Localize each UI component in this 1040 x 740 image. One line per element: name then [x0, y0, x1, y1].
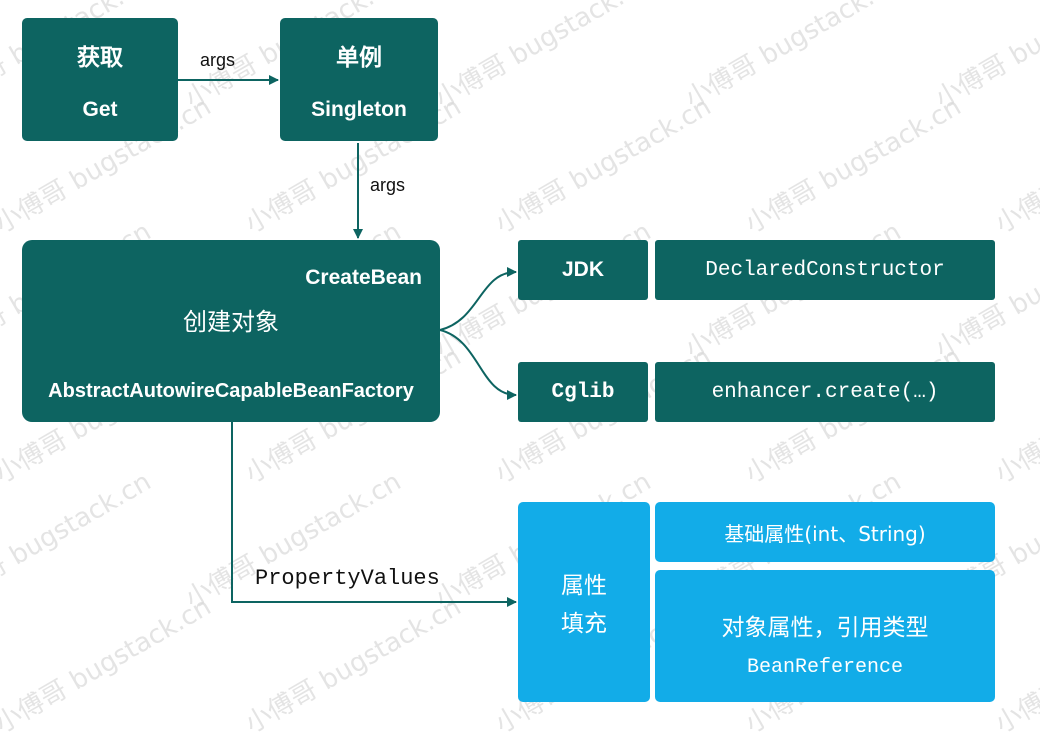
node-get-cn: 获取	[77, 44, 123, 71]
node-jdk-detail: DeclaredConstructor	[655, 240, 995, 300]
node-create-bean-class: AbstractAutowireCapableBeanFactory	[48, 380, 414, 402]
node-singleton: 单例 Singleton	[280, 18, 438, 141]
edge-label-property-values: PropertyValues	[255, 566, 440, 591]
node-get-en: Get	[82, 97, 118, 121]
node-create-bean: CreateBean 创建对象 AbstractAutowireCapableB…	[22, 240, 440, 422]
node-fill-line1: 属性	[561, 573, 607, 599]
node-cglib: Cglib	[518, 362, 648, 422]
node-basic-attr: 基础属性(int、String)	[655, 502, 995, 562]
edge-create-cglib	[439, 329, 517, 400]
node-cglib-detail-text: enhancer.create(…)	[711, 380, 939, 404]
node-basic-attr-label: 基础属性(int、String)	[724, 521, 926, 546]
node-cglib-detail: enhancer.create(…)	[655, 362, 995, 422]
node-cglib-label: Cglib	[551, 380, 615, 404]
node-create-bean-cn: 创建对象	[183, 308, 279, 336]
edge-create-fill	[231, 422, 517, 607]
node-object-attr: 对象属性，引用类型 BeanReference	[655, 570, 995, 702]
node-get: 获取 Get	[22, 18, 178, 141]
node-singleton-cn: 单例	[336, 44, 382, 71]
node-object-attr-label: 对象属性，引用类型	[721, 614, 929, 641]
node-create-bean-method: CreateBean	[305, 266, 422, 289]
edge-create-jdk	[439, 267, 517, 331]
node-fill-line2: 填充	[561, 611, 607, 637]
edge-label-args-1: args	[200, 50, 236, 70]
connector-layer	[178, 75, 517, 607]
edge-label-args-2: args	[370, 175, 406, 195]
node-property-fill: 属性 填充	[518, 502, 650, 702]
node-jdk: JDK	[518, 240, 648, 300]
node-object-attr-sub: BeanReference	[746, 655, 904, 679]
node-jdk-label: JDK	[561, 258, 604, 281]
node-jdk-detail-text: DeclaredConstructor	[705, 258, 945, 282]
node-singleton-en: Singleton	[311, 97, 407, 121]
